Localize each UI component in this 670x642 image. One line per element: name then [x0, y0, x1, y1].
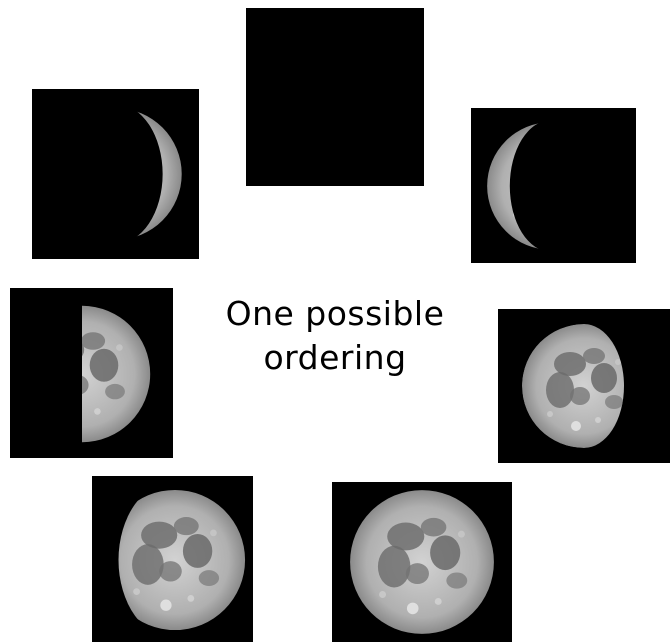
first-quarter-image	[10, 288, 173, 458]
new-moon-image	[246, 8, 424, 186]
waxing-crescent-image	[32, 89, 199, 259]
caption-line-2: ordering	[200, 336, 470, 380]
full-moon-image	[332, 482, 512, 642]
caption: One possible ordering	[200, 292, 470, 380]
waning-crescent-image	[471, 108, 636, 263]
waning-gibbous-image	[498, 309, 670, 463]
waxing-gibbous-image	[92, 476, 253, 642]
caption-line-1: One possible	[200, 292, 470, 336]
